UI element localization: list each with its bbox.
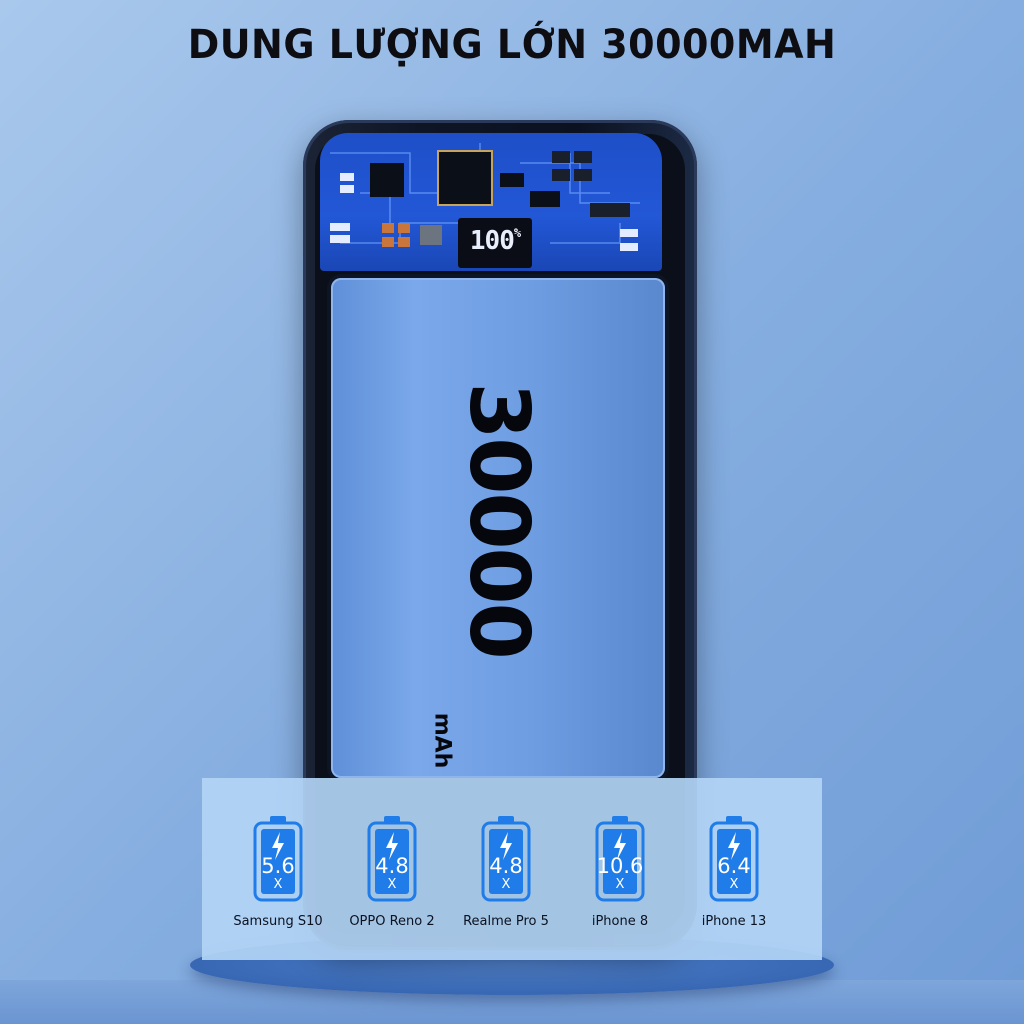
charge-count: 4.8: [489, 854, 523, 878]
page-title: DUNG LƯỢNG LỚN 30000MAH: [187, 22, 837, 68]
charge-count: 6.4: [717, 854, 751, 878]
charge-count: 4.8: [375, 854, 409, 878]
capacity-number: 30000: [451, 382, 546, 658]
circuit-board-graphic: [330, 143, 640, 251]
percentage-display: 100%: [458, 218, 532, 268]
charge-times-label: X: [615, 877, 625, 892]
phone-name: iPhone 13: [701, 914, 767, 929]
display-value: 100: [469, 226, 515, 256]
charge-times-label: X: [387, 877, 397, 892]
phone-name: OPPO Reno 2: [349, 914, 435, 929]
display-unit: %: [513, 226, 521, 240]
charge-count: 10.6: [596, 854, 644, 878]
phone-name: Realme Pro 5: [463, 914, 549, 929]
phone-name: Samsung S10: [233, 914, 323, 929]
phone-name: iPhone 8: [591, 914, 649, 929]
charge-times-label: X: [501, 877, 511, 892]
charge-times-label: X: [273, 877, 283, 892]
charge-times-label: X: [729, 877, 739, 892]
charge-count: 5.6: [261, 854, 295, 878]
battery-cell: [331, 278, 665, 778]
capacity-unit: mAh: [429, 712, 455, 769]
